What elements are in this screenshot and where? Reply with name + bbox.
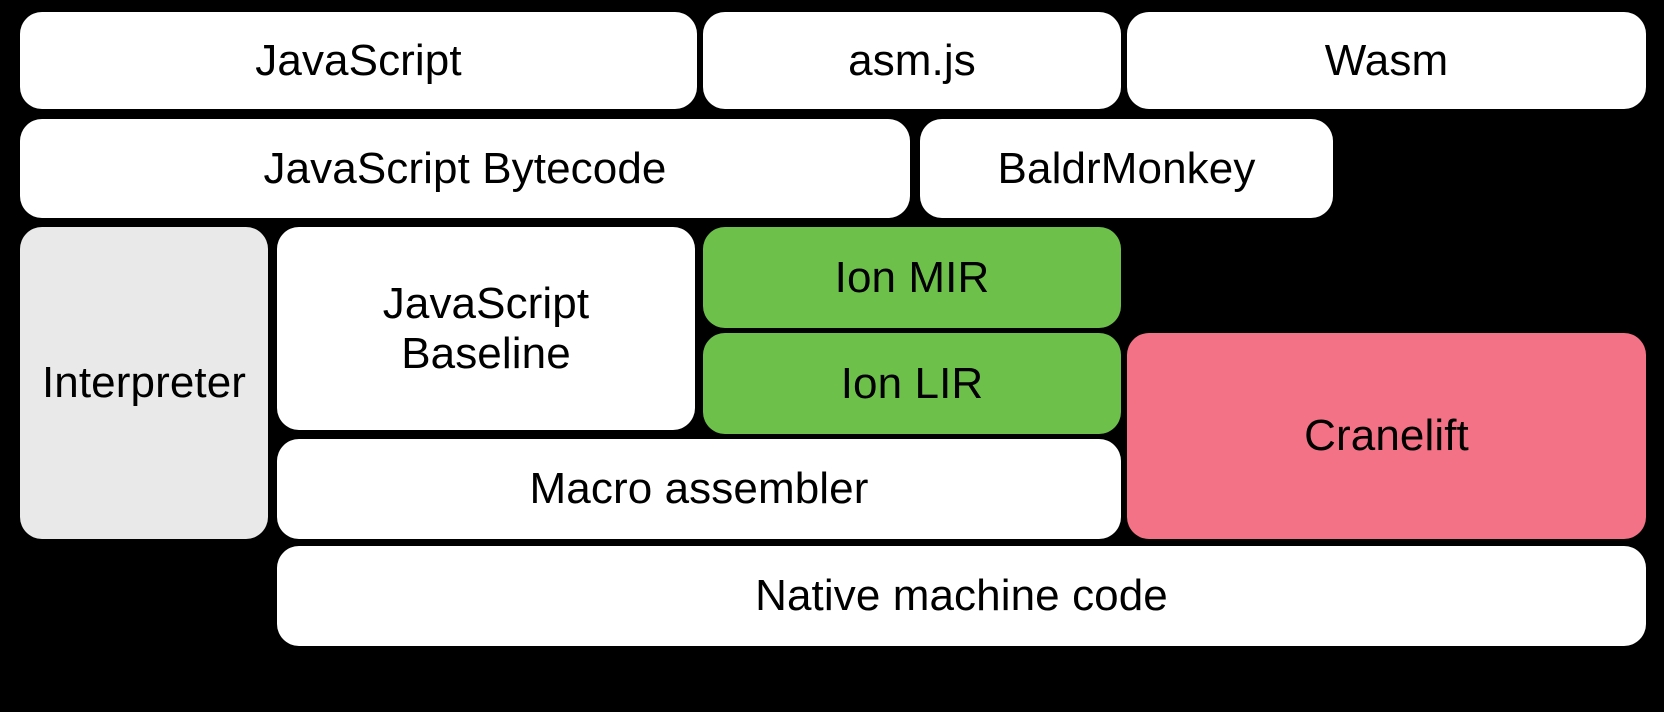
node-ion-lir: Ion LIR <box>703 333 1121 434</box>
node-macro-assembler: Macro assembler <box>277 439 1121 539</box>
node-javascript-bytecode: JavaScript Bytecode <box>20 119 910 218</box>
node-cranelift: Cranelift <box>1127 333 1646 539</box>
node-native-machine-code: Native machine code <box>277 546 1646 646</box>
node-interpreter: Interpreter <box>20 227 268 539</box>
node-wasm: Wasm <box>1127 12 1646 109</box>
node-ion-mir: Ion MIR <box>703 227 1121 328</box>
node-javascript: JavaScript <box>20 12 697 109</box>
node-asm-js: asm.js <box>703 12 1121 109</box>
node-baldrmonkey: BaldrMonkey <box>920 119 1333 218</box>
node-javascript-baseline: JavaScript Baseline <box>277 227 695 430</box>
